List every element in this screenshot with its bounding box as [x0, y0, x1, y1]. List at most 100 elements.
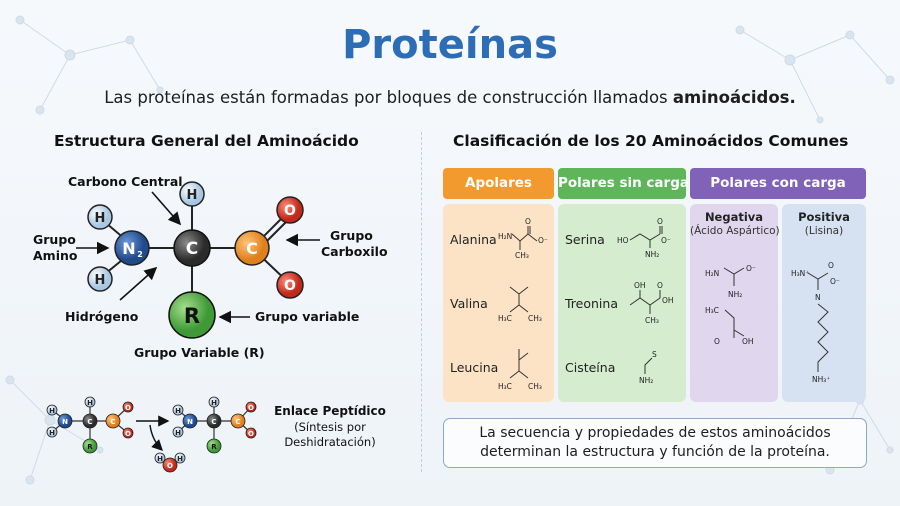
- svg-text:H: H: [175, 407, 181, 415]
- carboxyl-carbon-atom: C: [234, 230, 270, 266]
- svg-text:O: O: [167, 462, 173, 470]
- svg-text:H: H: [49, 429, 55, 437]
- svg-text:O: O: [657, 217, 663, 226]
- svg-text:H₃N⁺: H₃N⁺: [791, 269, 809, 278]
- svg-text:NH₂: NH₂: [639, 376, 653, 385]
- svg-text:H: H: [87, 399, 93, 407]
- svg-text:2: 2: [137, 250, 143, 259]
- svg-text:H: H: [95, 273, 106, 288]
- svg-text:C: C: [186, 239, 198, 259]
- svg-text:OH: OH: [662, 296, 674, 305]
- svg-text:O: O: [657, 281, 663, 290]
- svg-text:H: H: [175, 429, 181, 437]
- right-section-heading: Clasificación de los 20 Aminoácidos Comu…: [453, 132, 849, 150]
- svg-text:O: O: [525, 217, 531, 226]
- svg-text:CH₃: CH₃: [515, 251, 529, 260]
- svg-text:H₃C: H₃C: [498, 382, 512, 391]
- svg-text:NH₂: NH₂: [728, 290, 742, 299]
- svg-text:S: S: [652, 350, 657, 359]
- aa-alanina: Alanina: [450, 232, 497, 247]
- svg-text:H₂N: H₂N: [498, 232, 512, 241]
- svg-text:OH: OH: [634, 281, 646, 290]
- aspartato-skeleton: [723, 267, 745, 275]
- svg-text:H: H: [211, 399, 217, 407]
- svg-text:N: N: [62, 418, 68, 426]
- page-title: Proteínas: [342, 22, 558, 68]
- svg-text:O: O: [125, 404, 131, 412]
- label-grupo-carboxilo-2: Carboxilo: [321, 244, 388, 259]
- serina-skeleton: [629, 233, 661, 241]
- svg-text:CH₃: CH₃: [528, 314, 542, 323]
- svg-text:C: C: [87, 418, 92, 426]
- treonina-skeleton: [629, 297, 661, 306]
- svg-text:O: O: [248, 430, 254, 438]
- sub-negativa: Negativa(Ácido Aspártico): [690, 210, 780, 237]
- svg-text:O⁻: O⁻: [746, 264, 756, 273]
- peptide-bond-diagram: HH N H C R C OO HH N H C R C OO HOH Enla…: [46, 396, 386, 473]
- peptide-line2: Deshidratación): [284, 435, 375, 449]
- peptide-title: Enlace Peptídico: [274, 404, 386, 418]
- conclusion-note: La secuencia y propiedades de estos amin…: [443, 418, 867, 468]
- svg-text:R: R: [211, 443, 217, 451]
- svg-text:N: N: [815, 293, 821, 302]
- svg-text:O: O: [125, 430, 131, 438]
- lisina-skeleton: [807, 272, 829, 280]
- svg-text:OH: OH: [742, 337, 754, 346]
- label-grupo-variable-r: Grupo Variable (R): [134, 345, 265, 360]
- hydrogen-top-atom: H: [179, 181, 205, 207]
- aa-treonina: Treonina: [565, 296, 618, 311]
- svg-text:HO: HO: [617, 236, 629, 245]
- svg-text:H: H: [187, 188, 198, 203]
- svg-text:C: C: [211, 418, 216, 426]
- aa-leucina: Leucina: [450, 360, 499, 375]
- label-grupo-carboxilo-1: Grupo: [330, 228, 373, 243]
- alanina-skeleton: [511, 233, 538, 242]
- aa-cisteina: Cisteína: [565, 360, 616, 375]
- sub-positiva: Positiva(Lisina): [798, 210, 850, 237]
- svg-text:H: H: [157, 455, 163, 463]
- svg-text:H₃C: H₃C: [705, 306, 719, 315]
- label-grupo-amino-1: Grupo: [33, 232, 76, 247]
- oxygen-top-atom: O: [276, 196, 304, 224]
- peptide-line1: (Síntesis por: [294, 420, 366, 434]
- svg-text:CH₃: CH₃: [645, 316, 659, 325]
- svg-text:H: H: [49, 407, 55, 415]
- svg-text:N: N: [187, 418, 193, 426]
- svg-text:CH₃: CH₃: [528, 382, 542, 391]
- hydrogen-lower-atom: H: [87, 266, 113, 292]
- column-negativa: [690, 204, 778, 402]
- svg-text:NH₂: NH₂: [645, 250, 659, 259]
- svg-text:O: O: [284, 278, 296, 294]
- svg-text:H: H: [177, 455, 183, 463]
- label-grupo-variable: Grupo variable: [255, 309, 359, 324]
- svg-text:C: C: [235, 418, 240, 426]
- aa-serina: Serina: [565, 232, 605, 247]
- svg-text:O⁻: O⁻: [661, 236, 671, 245]
- subtitle-bold-term: aminoácidos.: [672, 88, 796, 107]
- svg-text:C: C: [246, 239, 258, 258]
- svg-text:H: H: [95, 211, 106, 226]
- label-grupo-amino-2: Amino: [33, 248, 78, 263]
- column-positiva: [782, 204, 866, 402]
- label-hidrogeno: Hidrógeno: [65, 309, 139, 324]
- svg-text:O: O: [828, 261, 834, 270]
- svg-text:O⁻: O⁻: [538, 236, 548, 245]
- arrow-carbono-central: [151, 191, 182, 226]
- category-polares-con-carga: Polares con carga: [690, 168, 866, 199]
- page-subtitle: Las proteínas están formadas por bloques…: [104, 88, 796, 107]
- svg-text:O: O: [714, 337, 720, 346]
- svg-text:NH₃⁺: NH₃⁺: [812, 375, 830, 384]
- svg-text:O: O: [248, 404, 254, 412]
- svg-text:N: N: [122, 239, 135, 258]
- central-carbon-atom: C: [173, 229, 211, 267]
- column-polares: [558, 204, 686, 402]
- svg-text:C: C: [110, 418, 115, 426]
- arrow-hidrogeno: [119, 266, 158, 301]
- svg-text:H₃C: H₃C: [498, 314, 512, 323]
- section-divider: [421, 132, 422, 472]
- svg-text:O: O: [284, 203, 296, 219]
- arrow-water-release: [149, 424, 163, 451]
- svg-text:R: R: [87, 443, 93, 451]
